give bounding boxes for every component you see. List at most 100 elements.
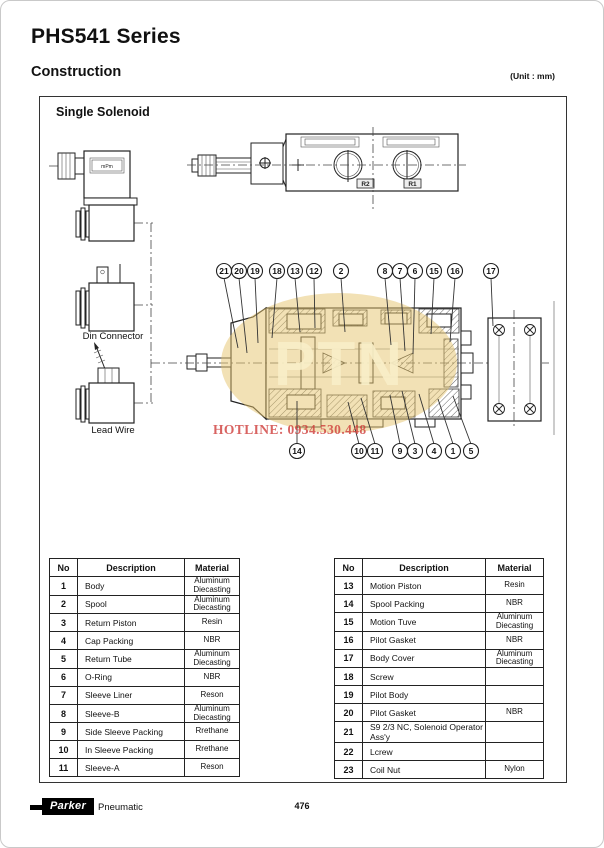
cell-material: [485, 685, 544, 705]
cell-description: Cap Packing: [77, 631, 185, 651]
cell-no: 11: [49, 758, 78, 778]
brand-suffix: Pneumatic: [98, 802, 143, 813]
callout-5: 5: [452, 395, 480, 460]
cell-no: 9: [49, 722, 78, 742]
svg-text:14: 14: [292, 446, 302, 456]
svg-text:18: 18: [272, 266, 282, 276]
header-no: No: [334, 558, 363, 577]
cell-description: O-Ring: [77, 667, 185, 687]
svg-text:6: 6: [413, 266, 418, 276]
watermark-logo: PTN: [221, 293, 457, 433]
parker-logo-dash: [30, 805, 44, 810]
callout-1: 1: [437, 398, 462, 460]
cell-description: Body: [77, 576, 185, 596]
parker-logo: Parker: [42, 798, 94, 815]
cell-material: Aluminum Diecasting: [184, 576, 240, 596]
cell-no: 18: [334, 667, 363, 687]
svg-text:12: 12: [309, 266, 319, 276]
callout-10: 10: [347, 401, 368, 460]
svg-text:2: 2: [339, 266, 344, 276]
header-material: Material: [485, 558, 544, 577]
svg-text:R1: R1: [408, 181, 417, 188]
cell-material: Resin: [485, 576, 544, 595]
svg-text:15: 15: [429, 266, 439, 276]
callouts-top: 21 20 19 18 13 12 2 8 7 6 15 16 17: [215, 262, 500, 355]
cell-description: In Sleeve Packing: [77, 740, 185, 760]
svg-text:9: 9: [398, 446, 403, 456]
cell-no: 15: [334, 612, 363, 632]
cell-no: 6: [49, 667, 78, 687]
cell-description: Return Tube: [77, 649, 185, 669]
cell-material: NBR: [184, 667, 240, 687]
callout-11: 11: [360, 397, 384, 460]
svg-text:13: 13: [290, 266, 300, 276]
cell-no: 16: [334, 630, 363, 650]
cell-material: Rrethane: [184, 740, 240, 760]
svg-text:8: 8: [383, 266, 388, 276]
svg-text:5: 5: [469, 446, 474, 456]
cell-material: Aluminum Diecasting: [184, 594, 240, 615]
din-connector-label: Din Connector: [82, 331, 144, 342]
cell-no: 22: [334, 742, 363, 762]
cell-material: Rrethane: [184, 722, 240, 742]
coil-options-figures: mPm: [49, 150, 153, 424]
cell-description: Sleeve Liner: [77, 685, 185, 705]
cell-description: Spool: [77, 594, 185, 615]
header-no: No: [49, 558, 78, 577]
port-label-r2: R2: [356, 178, 375, 189]
svg-text:17: 17: [486, 266, 496, 276]
cell-material: Aluminum Diecasting: [485, 612, 544, 632]
callout-9: 9: [389, 394, 409, 460]
top-view-diagram: R2 R1: [187, 127, 466, 211]
svg-text:10: 10: [354, 446, 364, 456]
connector-badge: mPm: [101, 164, 113, 170]
coil-din-plug-figure: mPm: [49, 150, 138, 242]
callout-16: 16: [446, 262, 464, 343]
svg-text:20: 20: [234, 266, 244, 276]
svg-text:1: 1: [451, 446, 456, 456]
panel-label: Single Solenoid: [56, 105, 150, 119]
callout-7: 7: [391, 262, 409, 352]
callout-21: 21: [215, 262, 239, 349]
cell-no: 5: [49, 649, 78, 669]
cell-description: Pilot Gasket: [362, 703, 486, 723]
cell-description: Body Cover: [362, 648, 486, 669]
callout-19: 19: [246, 262, 264, 344]
header-description: Description: [362, 558, 486, 577]
cell-description: Lcrew: [362, 742, 486, 762]
cell-material: Reson: [184, 758, 240, 778]
cell-material: [485, 721, 544, 744]
cell-description: Motion Tuve: [362, 612, 486, 632]
coil-din-connector-figure: [75, 264, 135, 332]
svg-text:PTN: PTN: [274, 330, 404, 399]
callout-12: 12: [305, 262, 323, 329]
cell-no: 8: [49, 703, 78, 724]
lead-wire-label: Lead Wire: [91, 425, 135, 436]
cell-no: 7: [49, 685, 78, 705]
cell-material: Nylon: [485, 760, 544, 780]
cell-description: Return Piston: [77, 613, 185, 633]
cell-material: Aluminum Diecasting: [485, 648, 544, 669]
cell-material: Reson: [184, 685, 240, 705]
cell-no: 13: [334, 576, 363, 595]
callout-15: 15: [425, 262, 443, 335]
cell-no: 4: [49, 631, 78, 651]
callout-18: 18: [268, 262, 286, 339]
table-header-row: No Description Material: [334, 558, 544, 577]
